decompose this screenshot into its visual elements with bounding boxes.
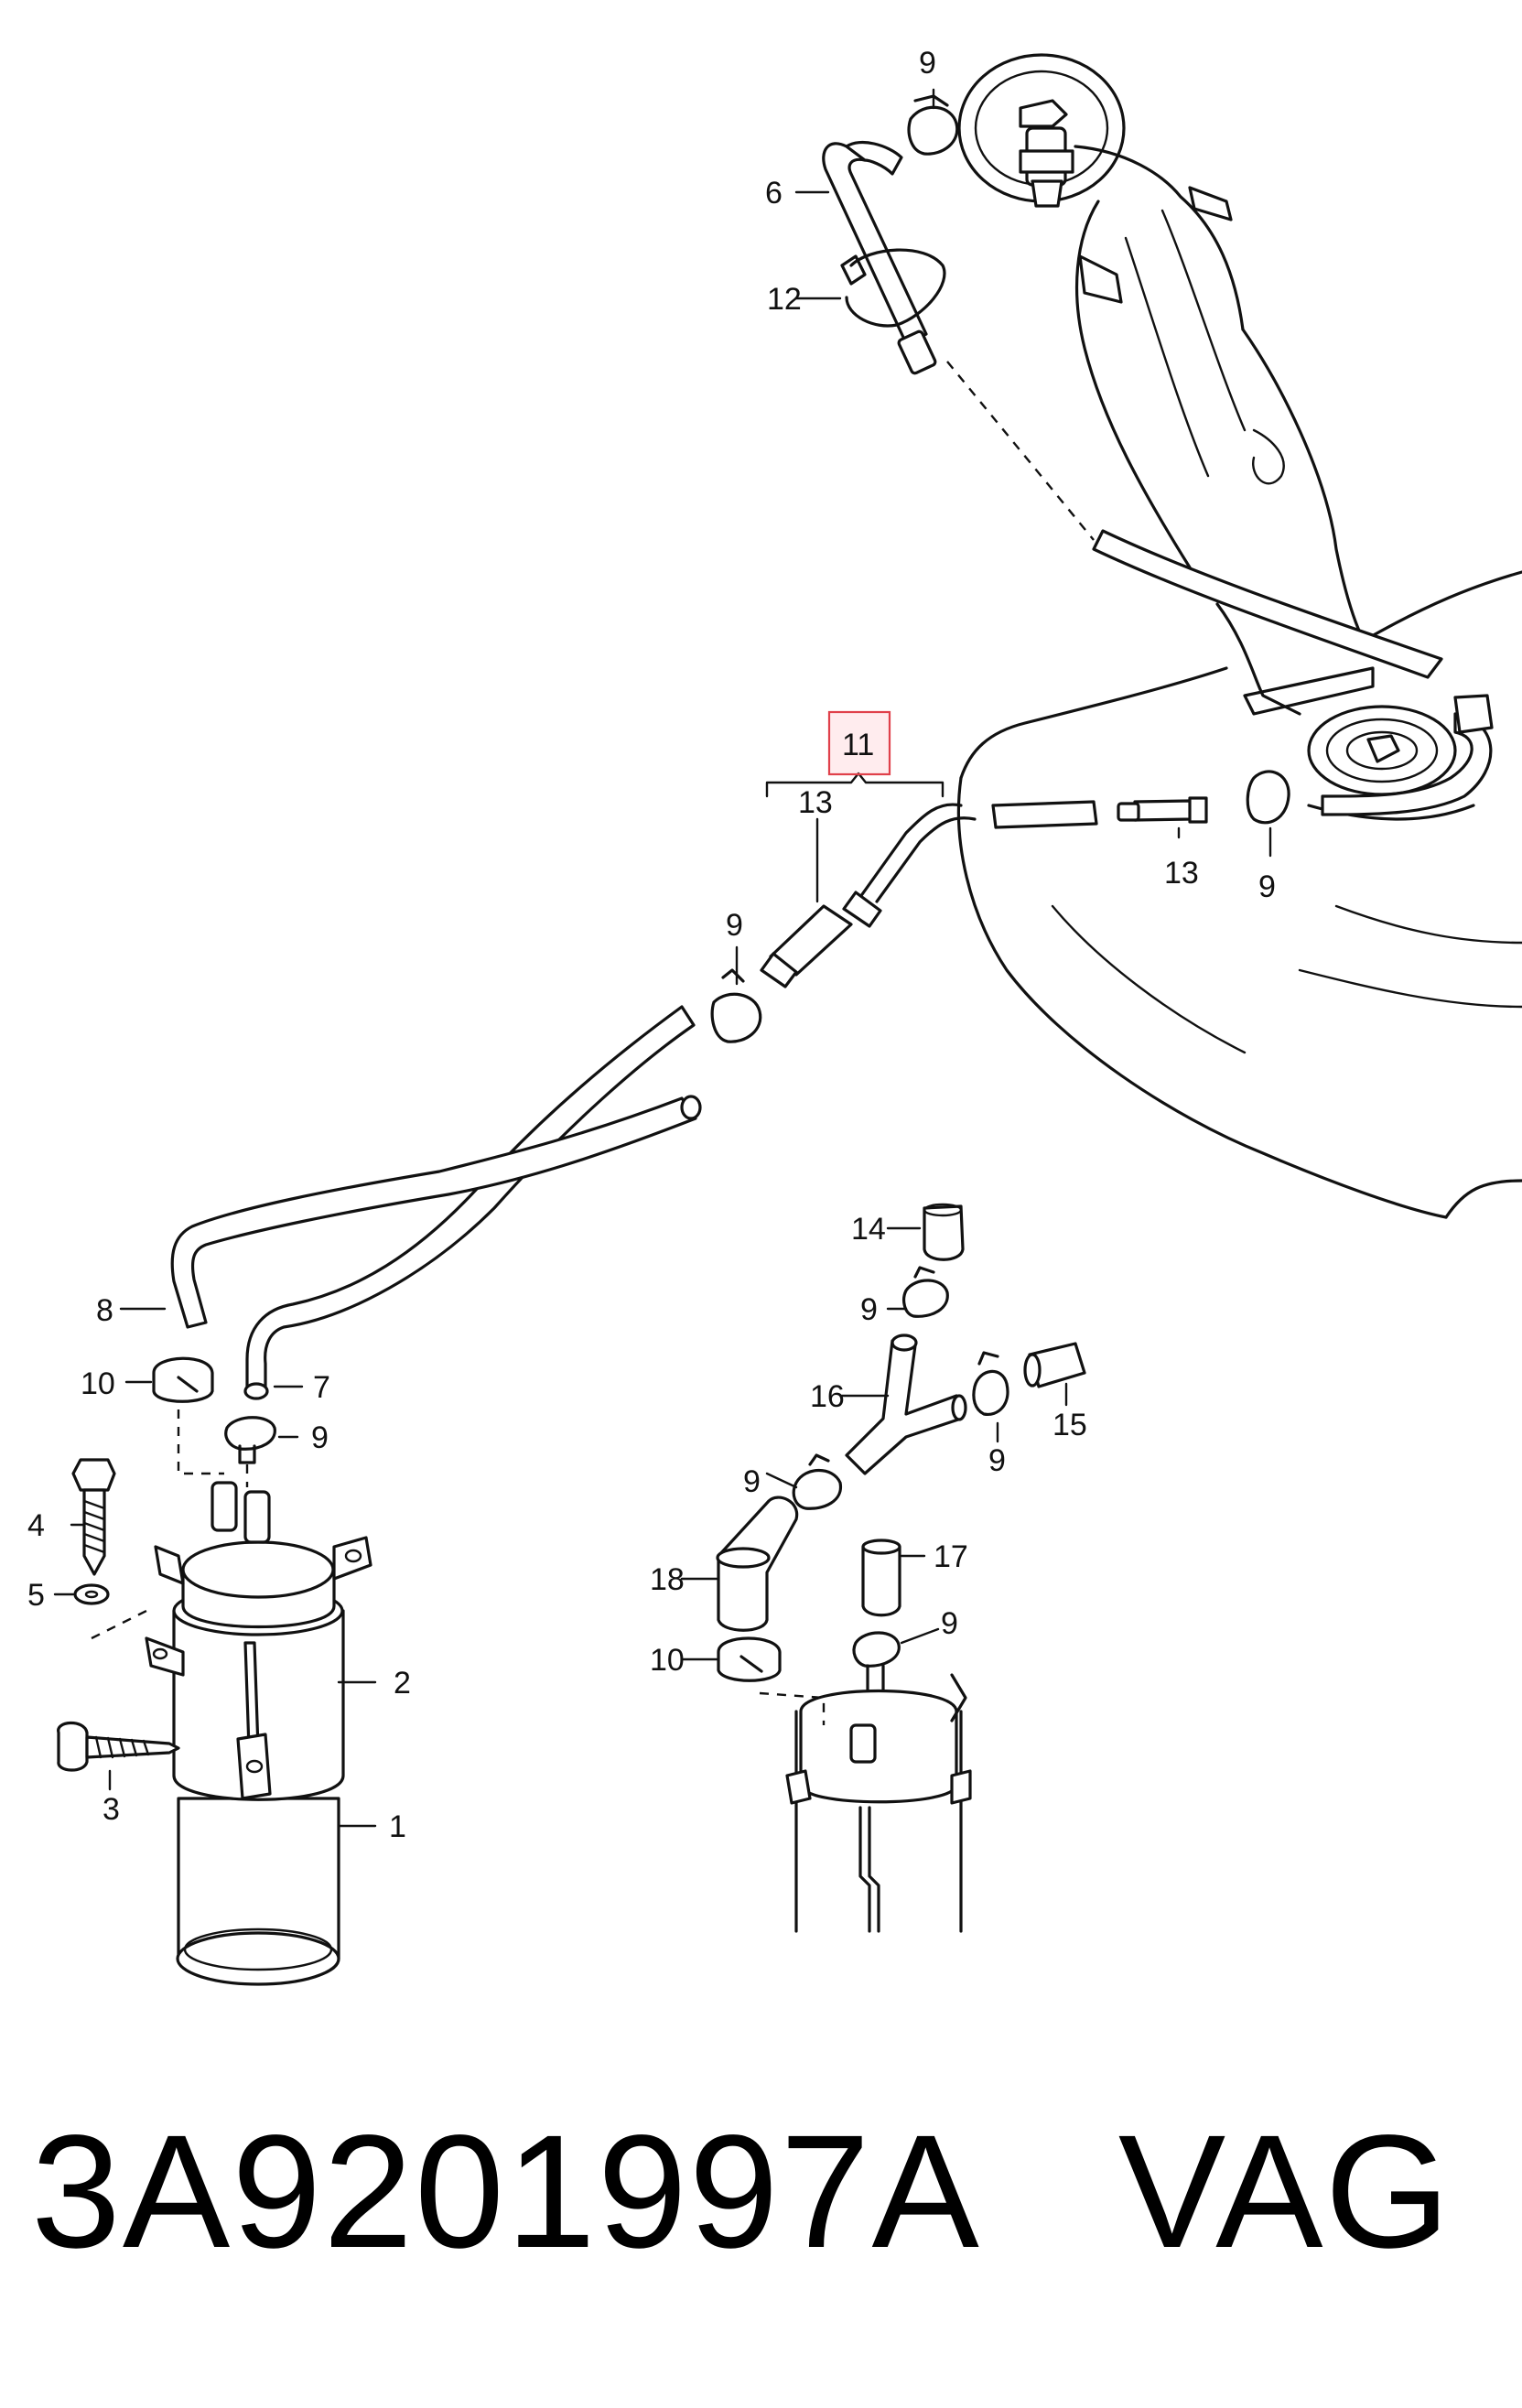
callout-10: 10 xyxy=(81,1366,115,1401)
callout-15: 15 xyxy=(1052,1408,1087,1442)
clamp-12 xyxy=(840,248,946,328)
callout-10: 10 xyxy=(650,1643,685,1678)
callout-3: 3 xyxy=(103,1792,120,1827)
callout-13: 13 xyxy=(798,785,833,820)
filler-neck-assembly xyxy=(957,53,1365,642)
callout-11-highlight xyxy=(827,710,891,776)
callout-9: 9 xyxy=(988,1443,1006,1478)
clip-9-center xyxy=(710,968,762,1043)
leader-lines xyxy=(53,88,1272,1828)
callout-6: 6 xyxy=(765,176,783,211)
hose-6 xyxy=(822,140,937,375)
callout-9: 9 xyxy=(311,1420,329,1455)
callout-9: 9 xyxy=(941,1606,958,1641)
vent-hose-upper xyxy=(946,361,1494,816)
vent-line-center xyxy=(760,770,1290,988)
callout-11: 11 xyxy=(842,728,874,762)
fuel-tank xyxy=(956,570,1522,1219)
callout-7: 7 xyxy=(313,1370,330,1405)
clamp-10-right xyxy=(717,1636,782,1682)
callout-1: 1 xyxy=(389,1809,406,1844)
clip-9-r1 xyxy=(902,1266,949,1318)
hose-8 xyxy=(170,1095,702,1329)
callout-9: 9 xyxy=(860,1292,878,1327)
callout-9: 9 xyxy=(726,908,743,943)
clip-9-r4 xyxy=(852,1631,901,1695)
callout-2: 2 xyxy=(394,1666,411,1701)
callout-8: 8 xyxy=(96,1293,113,1328)
callout-12: 12 xyxy=(767,282,802,317)
clip-9-left xyxy=(224,1416,276,1464)
callout-17: 17 xyxy=(934,1539,968,1574)
callout-14: 14 xyxy=(851,1212,886,1247)
group-bracket-11 xyxy=(765,772,945,798)
callout-9: 9 xyxy=(919,46,936,81)
callout-16: 16 xyxy=(810,1379,845,1414)
callout-4: 4 xyxy=(27,1508,45,1543)
bolt-4 xyxy=(71,1458,116,1576)
callout-9: 9 xyxy=(1258,869,1276,904)
callout-5: 5 xyxy=(27,1578,45,1613)
cap-17 xyxy=(861,1539,901,1617)
washer-5 xyxy=(73,1583,110,1605)
canister-left xyxy=(145,1409,372,1986)
brand-name: VAG xyxy=(1117,2102,1452,2282)
cap-14 xyxy=(923,1203,965,1261)
elbow-18 xyxy=(716,1496,799,1632)
canister-right xyxy=(759,1673,972,1933)
exploded-view-drawing: 9 6 12 11 13 13 9 9 8 10 7 9 4 5 2 3 1 1… xyxy=(27,46,1522,1986)
part-number-caption: 3A9201997A VAG xyxy=(31,2096,1495,2288)
callout-13: 13 xyxy=(1164,856,1199,891)
screw-3 xyxy=(57,1721,180,1772)
part-number: 3A9201997A xyxy=(31,2102,981,2282)
clamp-10-left xyxy=(152,1356,214,1403)
clip-9-r3 xyxy=(792,1453,843,1510)
callout-18: 18 xyxy=(650,1562,685,1597)
clip-9-r2 xyxy=(972,1351,1009,1416)
callout-labels: 9 6 12 11 13 13 9 9 8 10 7 9 4 5 2 3 1 1… xyxy=(27,46,1276,1844)
callout-9: 9 xyxy=(743,1464,761,1499)
t-piece-16 xyxy=(845,1334,967,1475)
sleeve-15 xyxy=(1023,1342,1086,1388)
